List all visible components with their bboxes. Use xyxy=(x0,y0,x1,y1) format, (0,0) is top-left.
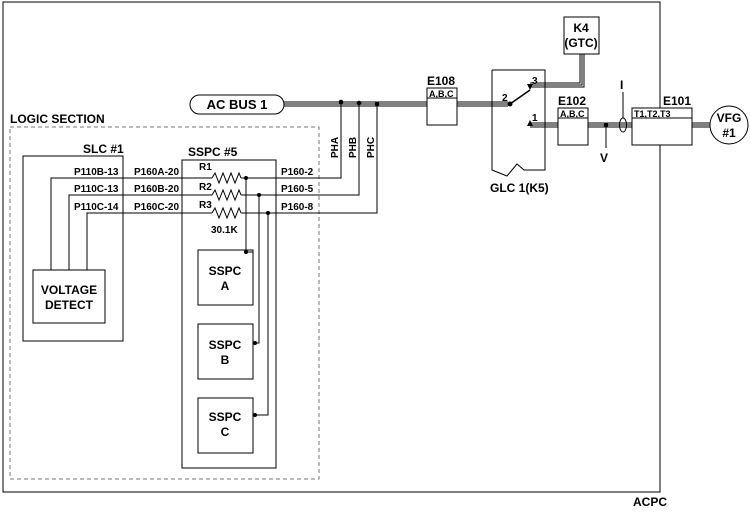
wire-p110c14 xyxy=(86,212,123,270)
ac-bus-label: AC BUS 1 xyxy=(207,97,268,112)
wire-phc xyxy=(276,105,378,214)
r2-label: R2 xyxy=(199,182,212,193)
p160-5-label: P160-5 xyxy=(281,184,314,195)
acpc-label: ACPC xyxy=(633,495,667,509)
tap-c-dot-bot xyxy=(253,413,257,417)
p160b-label: P160B-20 xyxy=(134,184,179,195)
k4-label-2: (GTC) xyxy=(564,36,597,50)
voltage-v-label: V xyxy=(600,151,608,165)
vfg-label-2: #1 xyxy=(722,126,736,140)
r1-label: R1 xyxy=(199,162,212,173)
phb-label: PHB xyxy=(348,137,359,158)
e101-label: E101 xyxy=(663,94,691,108)
resistance-label: 30.1K xyxy=(211,225,238,236)
e108-label: E108 xyxy=(427,74,455,88)
wire-p110b xyxy=(50,177,123,270)
pha-label: PHA xyxy=(330,137,341,158)
sspc-a-label-2: A xyxy=(221,279,230,293)
pin-1-label: 1 xyxy=(532,113,538,124)
p160c-label: P160C-20 xyxy=(134,202,179,213)
p110c14-label: P110C-14 xyxy=(74,202,119,213)
sspc-b-label-2: B xyxy=(221,353,230,367)
current-sensor xyxy=(619,117,627,133)
glc-label: GLC 1(K5) xyxy=(490,181,549,195)
logic-section-boundary xyxy=(9,126,320,480)
wire-p110c13 xyxy=(68,194,123,270)
e102-sub-label: A,B,C xyxy=(560,109,585,119)
tap-b-dot-top xyxy=(257,193,261,197)
resistor-r2 xyxy=(211,188,242,202)
e101-sub-label: T1,T2,T3 xyxy=(634,109,671,119)
e108-sub-label: A,B,C xyxy=(429,89,454,99)
logic-section-label: LOGIC SECTION xyxy=(10,112,105,126)
wire-phb xyxy=(276,104,360,196)
e102-label: E102 xyxy=(558,94,586,108)
voltage-detect-label-1: VOLTAGE xyxy=(41,283,97,297)
tap-a-dot-top xyxy=(244,176,248,180)
voltage-sense-dot xyxy=(603,122,609,128)
glc-switch-arm xyxy=(509,89,531,105)
sspc-c-box xyxy=(197,397,254,454)
acpc-boundary xyxy=(2,1,661,493)
sspc-b-label-1: SSPC xyxy=(209,338,242,352)
p110b-label: P110B-13 xyxy=(74,167,119,178)
vfg-label-1: VFG xyxy=(717,111,742,125)
p160a-label: P160A-20 xyxy=(134,167,179,178)
tap-b-dot-bot xyxy=(253,341,257,345)
voltage-detect-box xyxy=(32,269,106,324)
sspc-a-label-1: SSPC xyxy=(209,264,242,278)
phc-label: PHC xyxy=(366,137,377,158)
k4-line-b xyxy=(530,54,583,86)
wire-pha xyxy=(276,103,342,179)
sspc-a-box xyxy=(197,249,254,306)
e102-box xyxy=(557,107,589,146)
pin-2-label: 2 xyxy=(502,93,508,104)
k4-label-1: K4 xyxy=(573,21,589,35)
current-i-label: I xyxy=(620,78,623,92)
vfg-circle xyxy=(709,105,749,145)
tap-c-dot-top xyxy=(266,211,270,215)
phb-junction xyxy=(356,100,362,106)
pin-3-label: 3 xyxy=(532,76,538,87)
tap-a-dot-bot xyxy=(244,250,248,254)
p160-8-label: P160-8 xyxy=(281,202,314,213)
voltage-detect-label-2: DETECT xyxy=(45,298,94,312)
sspc5-label: SSPC #5 xyxy=(188,145,238,159)
resistor-r1 xyxy=(211,171,242,185)
p160-2-label: P160-2 xyxy=(281,167,314,178)
sspc-c-label-1: SSPC xyxy=(209,410,242,424)
r3-label: R3 xyxy=(199,200,212,211)
sspc-b-box xyxy=(197,323,254,380)
e101-box xyxy=(631,107,693,146)
e108-box xyxy=(426,87,458,126)
k4-line-c xyxy=(530,54,585,88)
resistor-r3 xyxy=(211,206,242,220)
tap-sspc-c xyxy=(253,213,269,416)
p110c13-label: P110C-13 xyxy=(74,184,119,195)
sspc-c-label-2: C xyxy=(221,425,230,439)
k4-line-a xyxy=(530,54,581,84)
slc-label: SLC #1 xyxy=(83,142,124,156)
